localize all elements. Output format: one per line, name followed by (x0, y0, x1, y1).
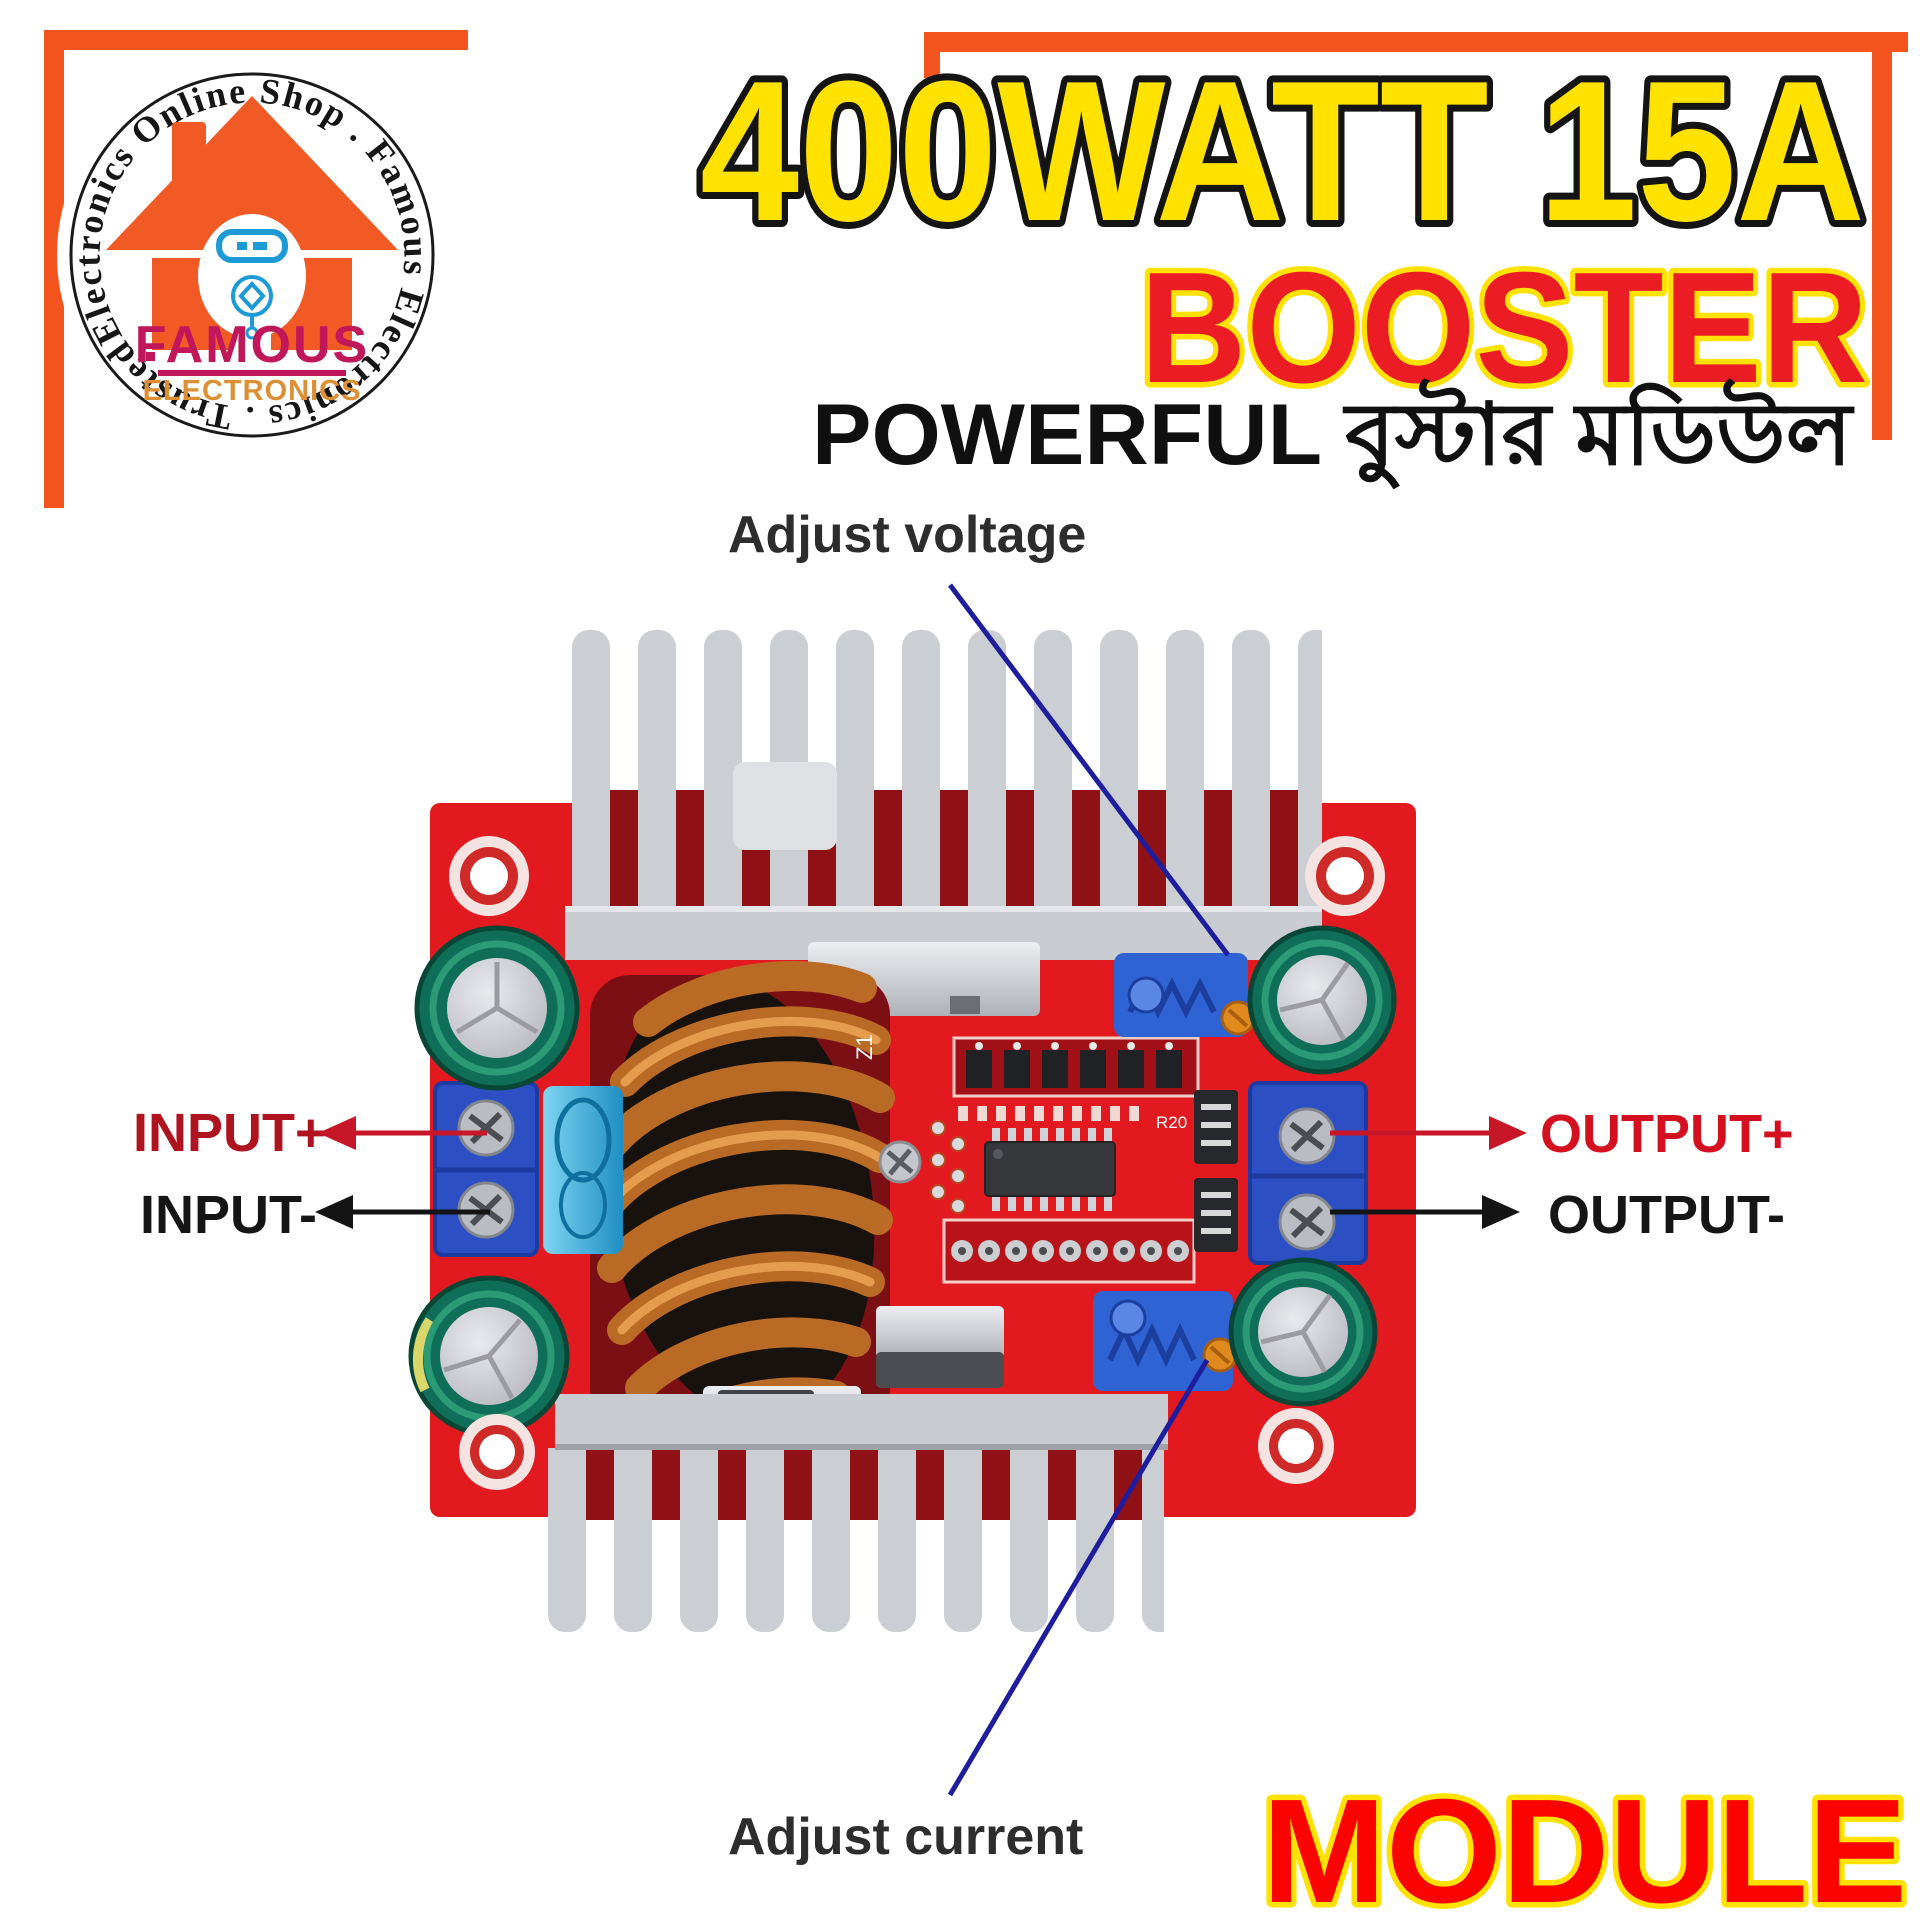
logo-brand-subtext: ELECTRONICS (143, 375, 362, 407)
heatsink-top (565, 630, 1322, 1016)
house-icon (106, 96, 398, 350)
output-minus-label: OUTPUT- (1548, 1185, 1785, 1245)
current-trimmer (1093, 1291, 1238, 1391)
annotation-input-plus: INPUT+ (133, 1103, 487, 1163)
annotation-input-minus: INPUT- (140, 1185, 490, 1245)
logo-underline (158, 370, 346, 376)
pcb-silk-r20: R20 (1156, 1113, 1187, 1132)
adjust-current-pointer-line (947, 1358, 1210, 1797)
annotation-output-minus: OUTPUT- (1330, 1185, 1785, 1245)
center-screw (878, 1140, 922, 1184)
heatsink-clip (733, 762, 837, 850)
adjust-current-label: Adjust current (728, 1808, 1083, 1866)
ic-chip (984, 1128, 1116, 1211)
output-plus-arrowhead (1489, 1116, 1527, 1150)
corner-bracket-top-left (44, 30, 468, 508)
logo-outer-ring (69, 72, 435, 438)
adjust-voltage-label: Adjust voltage (728, 506, 1086, 564)
output-minus-arrowhead (1482, 1195, 1520, 1229)
annotation-adjust-current: Adjust current (728, 1358, 1210, 1866)
voltage-trimmer (1114, 953, 1256, 1037)
shunt-resistors (1194, 1090, 1238, 1252)
input-terminal (433, 1081, 539, 1257)
pcb-module-photo: Z1 R20 (408, 630, 1416, 1632)
logo-famous-electronics: Electronics Online Shop . Famous Electro… (57, 60, 447, 450)
input-minus-arrowhead (315, 1195, 353, 1229)
mounting-hole-bottom-right (1258, 1408, 1334, 1484)
capacitor-top-left (414, 925, 580, 1091)
pad-row (942, 1218, 1196, 1284)
corner-bracket-top-right (924, 32, 1908, 440)
multimeter-icon (216, 229, 288, 340)
title-line3: POWERFUL বুস্টার মডিউল (812, 378, 1855, 490)
solder-pads (930, 1120, 966, 1214)
mosfet (876, 1306, 1004, 1388)
silk-dash-row (958, 1106, 1139, 1121)
mounting-hole-bottom-left (459, 1414, 535, 1490)
headline-block: 400WATT 15A BOOSTER POWERFUL বুস্টার মডি… (693, 33, 1874, 490)
input-minus-label: INPUT- (140, 1185, 317, 1245)
annotation-output-plus: OUTPUT+ (1330, 1104, 1794, 1164)
title-line2: BOOSTER (1140, 240, 1868, 416)
smd-resistor-bank (952, 1036, 1200, 1098)
input-plus-arrowhead (318, 1116, 356, 1150)
output-plus-label: OUTPUT+ (1540, 1104, 1794, 1164)
title-line1: 400WATT 15A (700, 40, 1865, 263)
logo-dot (146, 352, 155, 361)
pcb-silk-z1: Z1 (852, 1034, 877, 1060)
input-plus-label: INPUT+ (133, 1103, 327, 1163)
heatsink-bottom (548, 1394, 1168, 1632)
capacitor-bottom-left (408, 1275, 570, 1437)
mounting-hole-top-left (449, 836, 529, 916)
mounting-hole-top-right (1305, 836, 1385, 916)
adjust-voltage-pointer-line (948, 583, 1230, 957)
logo-brand-text: FAMOUS (135, 316, 369, 374)
output-terminal (1248, 1081, 1368, 1265)
cyan-capacitor (543, 1086, 623, 1254)
module-word: MODULE (1262, 1769, 1907, 1920)
capacitor-top-right (1247, 925, 1397, 1075)
capacitor-bottom-right (1228, 1257, 1378, 1407)
annotation-adjust-voltage: Adjust voltage (728, 506, 1230, 957)
